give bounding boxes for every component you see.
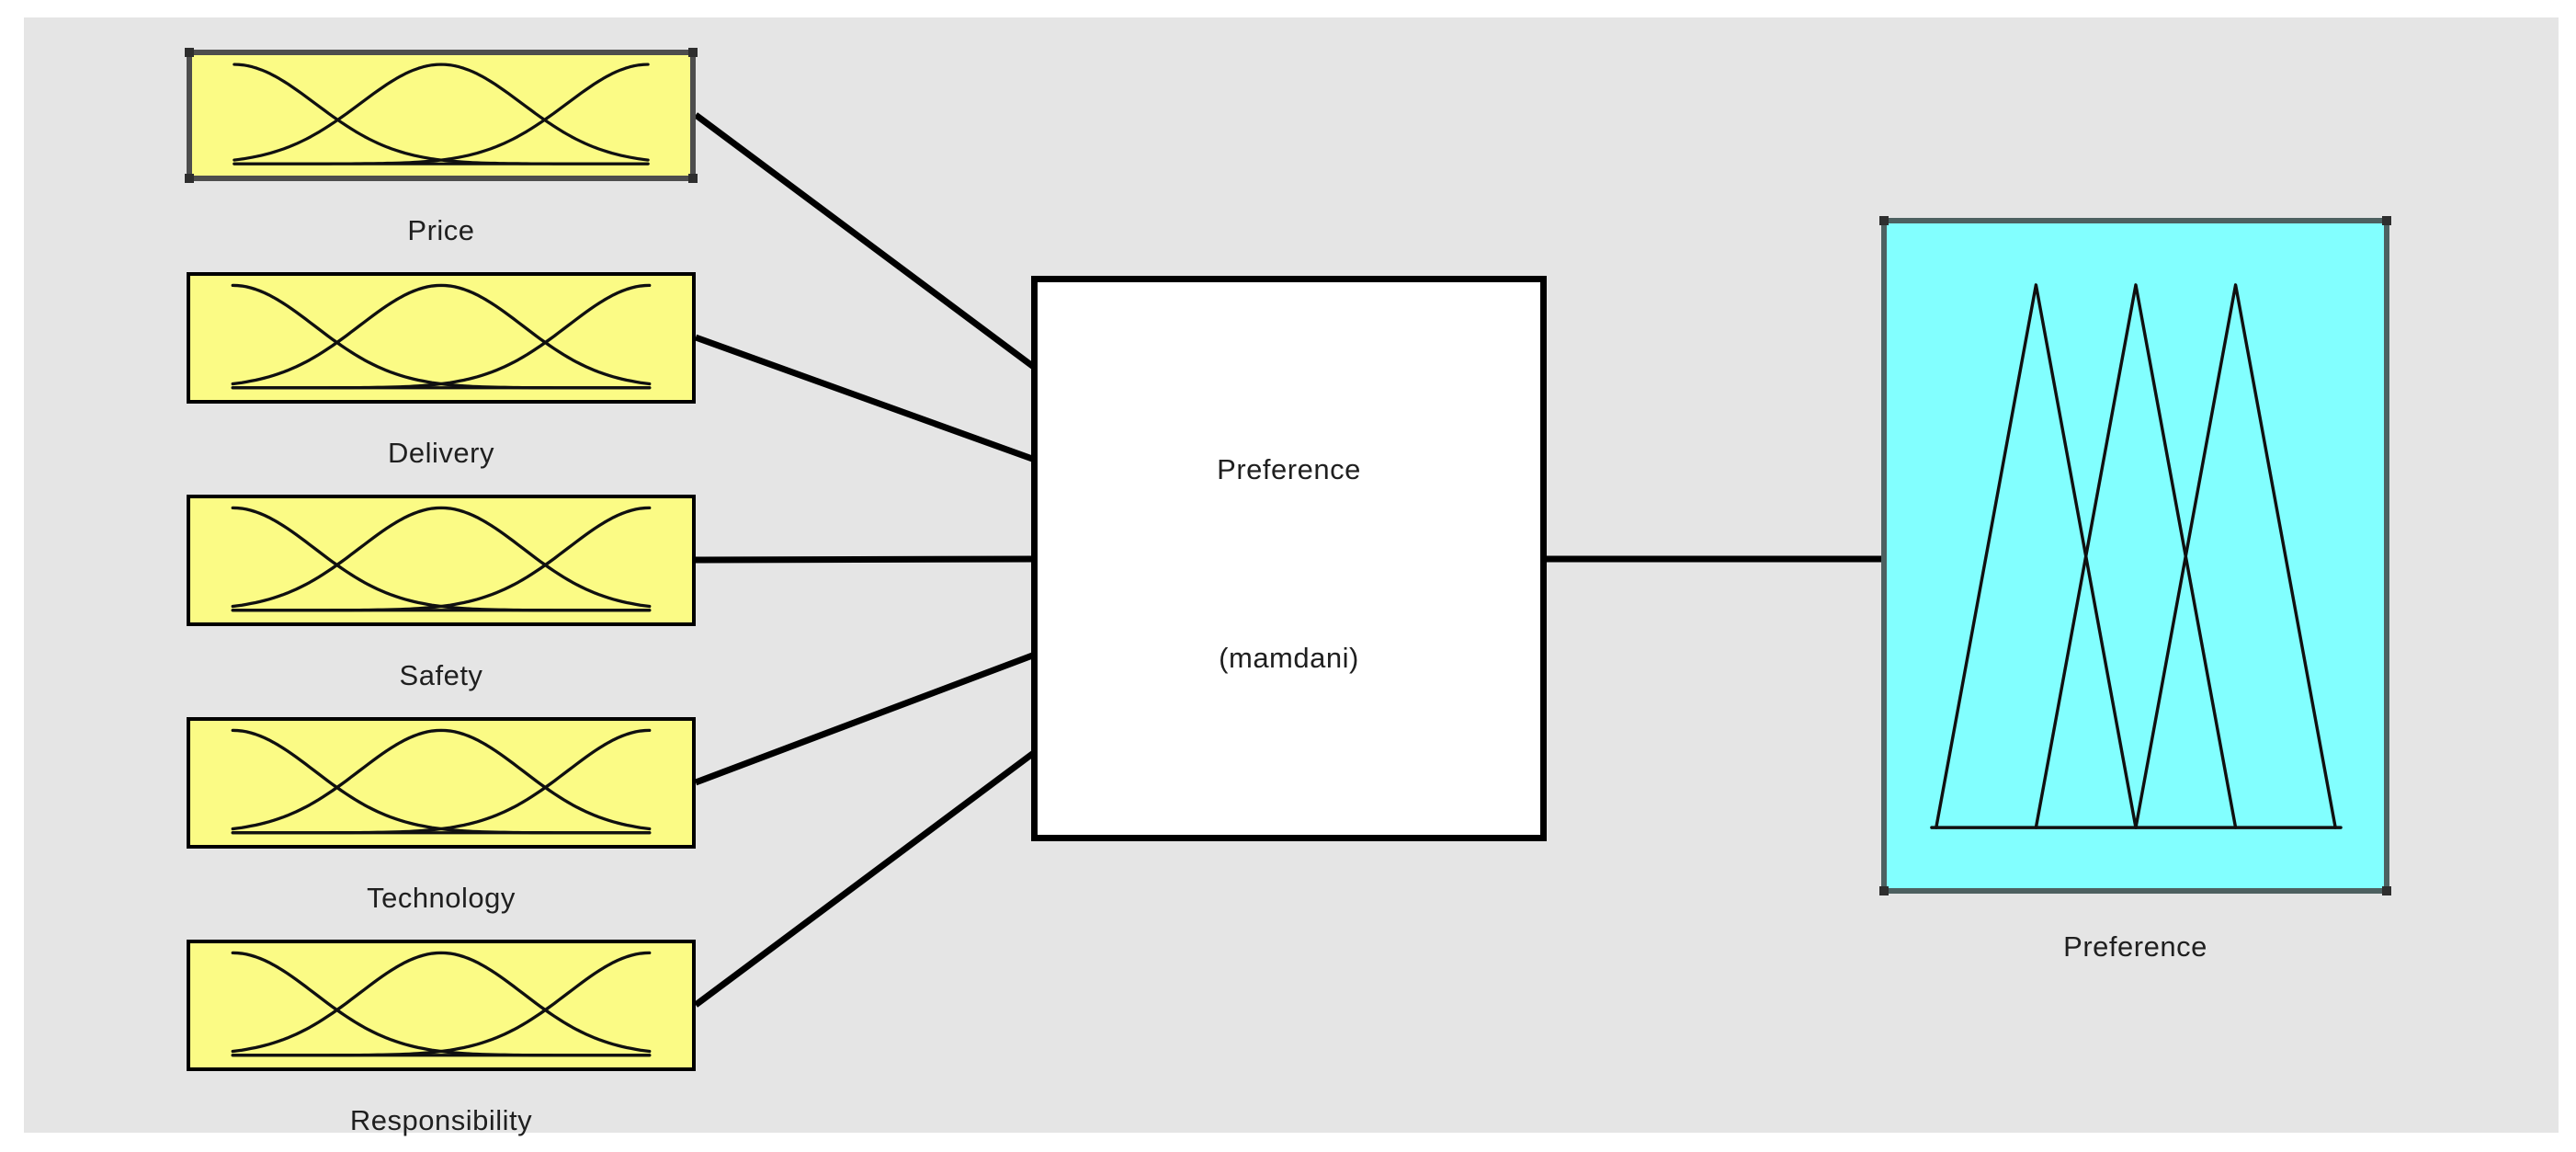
gaussian-membership-curves-icon	[231, 728, 652, 835]
selection-handle	[185, 48, 194, 57]
selection-handle	[688, 174, 698, 183]
output-label-preference: Preference	[2063, 930, 2207, 963]
input-label-safety: Safety	[399, 659, 483, 691]
selection-handle	[688, 48, 698, 57]
selection-handle	[185, 174, 194, 183]
input-block-technology[interactable]	[187, 717, 696, 849]
system-name: Preference	[1217, 453, 1361, 486]
input-block-safety[interactable]	[187, 495, 696, 626]
input-block-price[interactable]	[185, 48, 698, 183]
input-label-technology: Technology	[367, 882, 516, 914]
input-block-delivery[interactable]	[187, 272, 696, 404]
selection-handle	[2382, 886, 2391, 895]
input-label-responsibility: Responsibility	[349, 1104, 533, 1136]
system-block-preference-mamdani[interactable]: Preference (mamdani)	[1031, 276, 1547, 841]
input-block-responsibility[interactable]	[187, 940, 696, 1071]
triangular-membership-curves-icon	[1930, 283, 2343, 829]
input-label-price: Price	[407, 214, 475, 246]
selection-handle	[1879, 216, 1889, 225]
gaussian-membership-curves-icon	[233, 63, 650, 165]
output-block-preference[interactable]	[1879, 216, 2391, 895]
selection-handle	[2382, 216, 2391, 225]
gaussian-membership-curves-icon	[231, 283, 652, 390]
gaussian-membership-curves-icon	[231, 506, 652, 612]
input-label-delivery: Delivery	[388, 437, 494, 469]
selection-handle	[1879, 886, 1889, 895]
gaussian-membership-curves-icon	[231, 951, 652, 1057]
system-type-label: (mamdani)	[1219, 641, 1359, 674]
